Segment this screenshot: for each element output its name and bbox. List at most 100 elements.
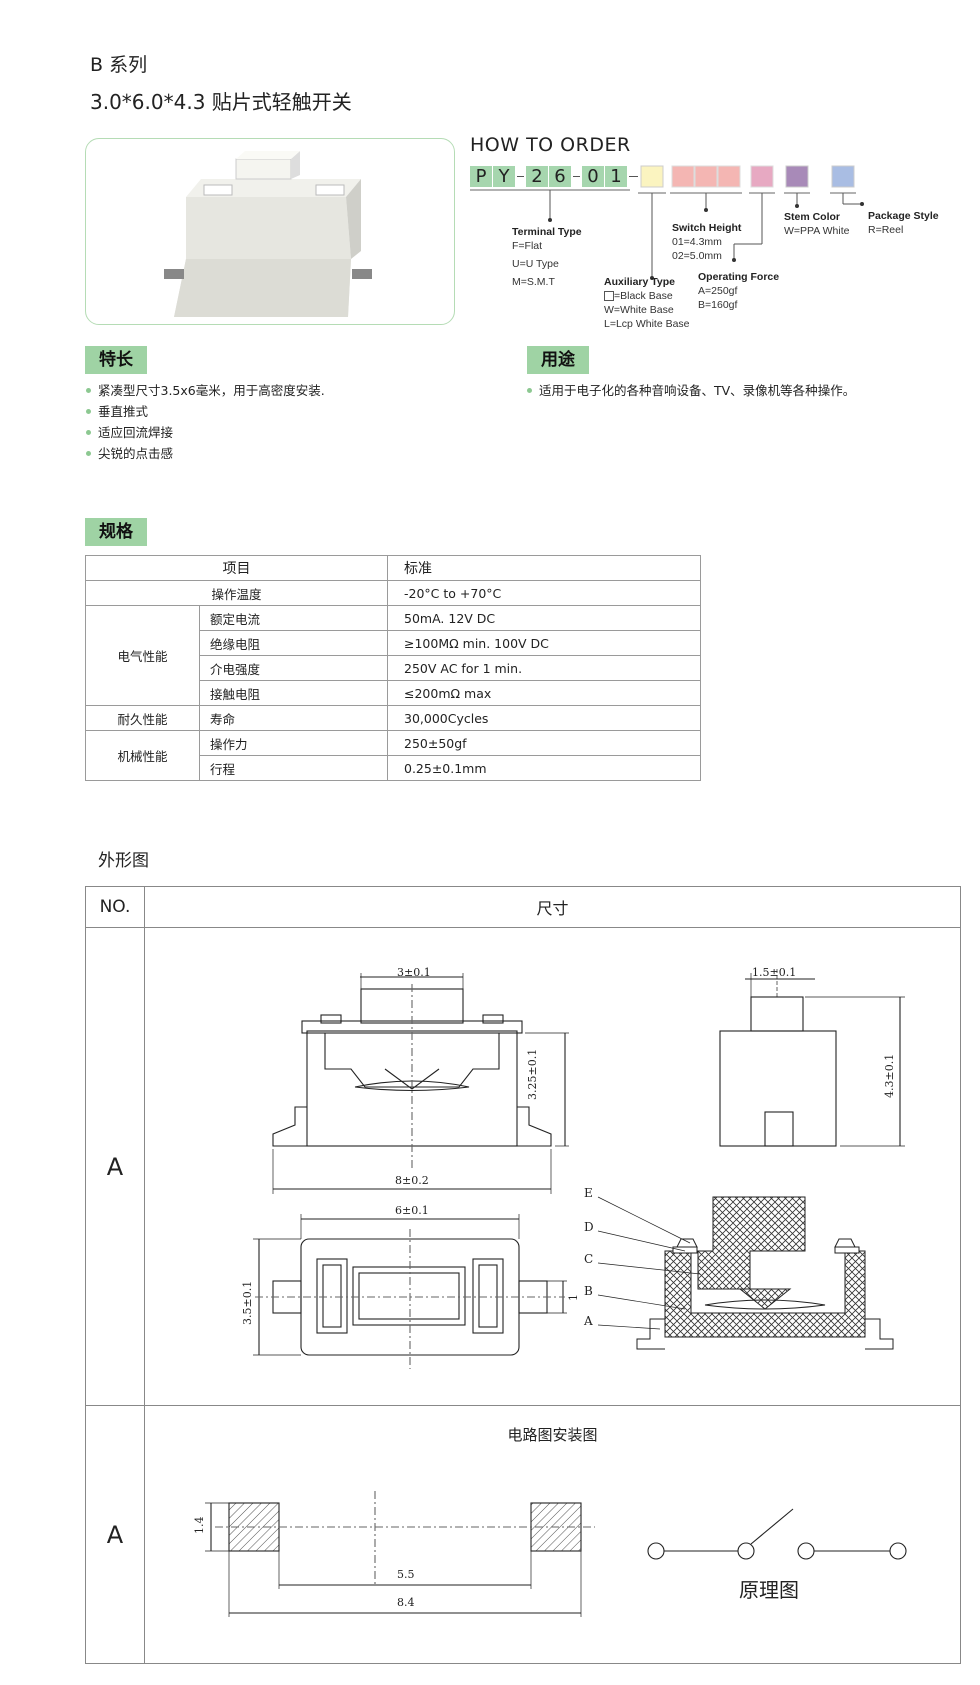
force-opt-b: B=160gf	[698, 299, 738, 311]
table-row: 行程 0.25±0.1mm	[86, 755, 701, 781]
spec-value: -20°C to +70°C	[387, 580, 701, 606]
section-label-a: A	[584, 1314, 593, 1328]
spec-value: ≤200mΩ max	[387, 680, 701, 706]
dim-side-height: 3.25±0.1	[526, 1048, 539, 1100]
code-box-2: 2	[526, 166, 548, 187]
row-no: A	[85, 927, 145, 1406]
pad-height-dim: 1.4	[193, 1516, 206, 1535]
usage-tag: 用途	[527, 346, 589, 374]
circuit-title: 电路图安装图	[507, 1426, 598, 1444]
product-title: 3.0*6.0*4.3 贴片式轻触开关	[90, 90, 352, 114]
section-label-d: D	[584, 1220, 594, 1234]
outline-drawing	[253, 968, 905, 1369]
spec-value: 50mA. 12V DC	[387, 605, 701, 631]
code-box-1: 1	[605, 166, 627, 187]
stem-color-title: Stem Color	[784, 211, 841, 223]
table-row: 耐久性能 寿命 30,000Cycles	[85, 705, 701, 731]
code-box-6: 6	[549, 166, 571, 187]
package-opt-r: R=Reel	[868, 224, 904, 236]
dim-side-top: 1.5±0.1	[752, 966, 797, 979]
feature-item: 尖锐的点击感	[86, 443, 173, 462]
outline-title: 外形图	[98, 851, 149, 871]
operating-force-title: Operating Force	[698, 271, 780, 283]
usage-item: 适用于电子化的各种音响设备、TV、录像机等各种操作。	[527, 380, 855, 399]
auxiliary-type-title: Auxiliary Type	[604, 276, 675, 288]
checkbox-square-icon	[604, 291, 614, 302]
force-opt-a: A=250gf	[698, 285, 738, 297]
feature-text: 适应回流焊接	[98, 425, 174, 440]
spec-item: 操作温度	[85, 580, 388, 606]
spec-item: 额定电流	[199, 605, 388, 631]
aux-opt-white: W=White Base	[604, 304, 674, 316]
bullet-dot-icon	[527, 388, 532, 393]
spec-item: 操作力	[199, 730, 388, 756]
stem-opt-w: W=PPA White	[784, 225, 850, 237]
section-label-c: C	[584, 1252, 594, 1266]
dash	[629, 176, 638, 177]
schematic-label: 原理图	[739, 1578, 799, 1602]
code-box-y: Y	[493, 166, 515, 187]
dim-top-width: 3±0.1	[397, 966, 431, 979]
terminal-type-block: Terminal Type F=Flat U=U Type M=S.M.T	[512, 225, 582, 289]
feature-text: 尖锐的点击感	[98, 446, 174, 461]
terminal-opt-f: F=Flat	[512, 240, 543, 252]
dim-overall-width: 8±0.2	[395, 1174, 429, 1187]
spec-header-item: 项目	[85, 555, 388, 581]
switch-height-title: Switch Height	[672, 222, 742, 234]
dim-header-row: NO. 尺寸	[85, 886, 961, 928]
dim-total-height: 4.3±0.1	[883, 1053, 896, 1098]
aux-opt-black: =Black Base	[614, 290, 673, 302]
spec-tag: 规格	[85, 518, 147, 546]
table-row: 介电强度 250V AC for 1 min.	[86, 655, 701, 681]
table-row: 电气性能 额定电流 50mA. 12V DC	[85, 605, 701, 706]
spec-item: 接触电阻	[199, 680, 388, 706]
bullet-dot-icon	[86, 451, 91, 456]
spec-header-standard: 标准	[387, 555, 701, 581]
aux-opt-lcp: L=Lcp White Base	[604, 318, 690, 330]
col-dim: 尺寸	[144, 886, 961, 928]
feature-item: 紧凑型尺寸3.5x6毫米，用于高密度安装.	[86, 380, 325, 399]
spec-group: 电气性能	[85, 605, 200, 706]
row-no: A	[85, 1405, 145, 1664]
circuit-cell: 电路图安装图	[144, 1405, 961, 1664]
spec-value: 250±50gf	[387, 730, 701, 756]
height-opt-02: 02=5.0mm	[672, 250, 722, 262]
spec-group: 机械性能	[85, 730, 200, 781]
outline-drawing-cell: 3±0.1 3.25±0.1 8±0.2 1.5±0.1 4.3±0.1 6±0…	[144, 927, 961, 1406]
dimension-table: NO. 尺寸 A	[85, 886, 961, 1664]
how-to-order-title: HOW TO ORDER	[470, 134, 631, 156]
features-tag: 特长	[85, 346, 147, 374]
feature-text: 紧凑型尺寸3.5x6毫米，用于高密度安装.	[98, 383, 325, 398]
dash	[517, 176, 524, 177]
switch-product-icon	[164, 151, 372, 317]
spec-item: 寿命	[199, 705, 388, 731]
operating-force-block: Operating Force A=250gf B=160gf	[698, 270, 779, 312]
spec-item: 行程	[199, 755, 388, 781]
table-row: 机械性能 操作力 250±50gf	[85, 730, 701, 781]
dash	[573, 176, 580, 177]
terminal-opt-m: M=S.M.T	[512, 276, 555, 288]
auxiliary-type-block: Auxiliary Type =Black Base W=White Base …	[604, 275, 690, 331]
pad-gap-dim: 5.5	[397, 1568, 415, 1581]
height-opt-01: 01=4.3mm	[672, 236, 722, 248]
feature-item: 垂直推式	[86, 401, 148, 420]
package-style-title: Package Style	[868, 210, 939, 222]
table-row: A 电路图安装图	[85, 1405, 961, 1664]
col-no: NO.	[85, 886, 145, 928]
code-box-0: 0	[582, 166, 604, 187]
code-box-p: P	[470, 166, 492, 187]
spec-value: ≥100MΩ min. 100V DC	[387, 630, 701, 656]
feature-item: 适应回流焊接	[86, 422, 173, 441]
terminal-type-title: Terminal Type	[512, 226, 582, 238]
package-style-block: Package Style R=Reel	[868, 209, 939, 237]
bullet-dot-icon	[86, 430, 91, 435]
spec-value: 30,000Cycles	[387, 705, 701, 731]
dim-plan-height: 3.5±0.1	[241, 1280, 254, 1325]
terminal-opt-u: U=U Type	[512, 258, 559, 270]
product-image-frame	[85, 138, 455, 325]
bullet-dot-icon	[86, 409, 91, 414]
spec-header-row: 项目 标准	[85, 555, 701, 581]
usage-text: 适用于电子化的各种音响设备、TV、录像机等各种操作。	[539, 383, 856, 398]
dim-pin: 1	[567, 1294, 580, 1301]
spec-table: 项目 标准 操作温度 -20°C to +70°C 电气性能 额定电流 50mA…	[85, 555, 701, 781]
